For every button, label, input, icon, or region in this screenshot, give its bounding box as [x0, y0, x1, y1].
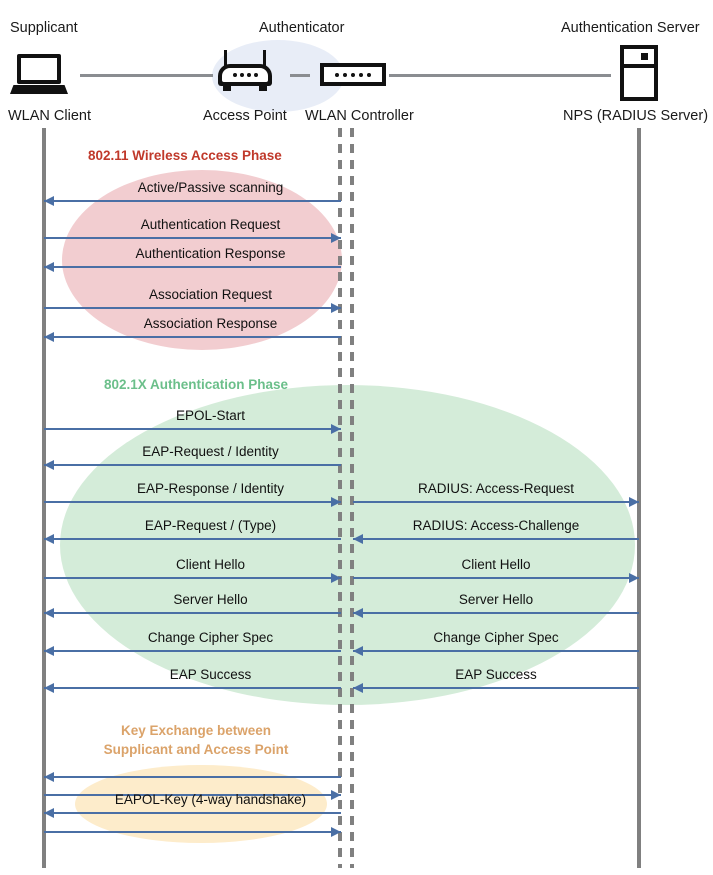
message-arrow-line — [44, 776, 341, 778]
arrow-head-right-icon — [331, 233, 341, 243]
phase-key-exchange-blob — [75, 765, 327, 843]
message-label: RADIUS: Access-Request — [417, 481, 575, 496]
wire-ap-to-controller — [290, 74, 310, 77]
arrow-head-left-icon — [44, 646, 54, 656]
message-label: Authentication Response — [135, 246, 286, 261]
lifeline-supplicant — [42, 128, 46, 868]
message-arrow-line — [353, 650, 639, 652]
phase-802-1x-blob — [60, 385, 635, 705]
node-label-wlan-client: WLAN Client — [8, 108, 91, 124]
arrow-head-left-icon — [44, 808, 54, 818]
arrow-head-right-icon — [629, 573, 639, 583]
phase-title-802-1x: 802.1X Authentication Phase — [104, 377, 289, 392]
message-label: Change Cipher Spec — [433, 630, 559, 645]
message-arrow-line — [353, 538, 639, 540]
message-arrow-line — [353, 687, 639, 689]
arrow-head-right-icon — [331, 424, 341, 434]
arrow-head-left-icon — [353, 683, 363, 693]
message-arrow-line — [44, 687, 341, 689]
arrow-head-left-icon — [353, 646, 363, 656]
message-arrow-line — [353, 501, 639, 503]
arrow-head-right-icon — [331, 303, 341, 313]
message-arrow-line — [44, 831, 341, 833]
message-arrow-line — [44, 200, 341, 202]
message-arrow-line — [44, 612, 341, 614]
message-label: Client Hello — [461, 557, 531, 572]
node-label-wlan-controller: WLAN Controller — [305, 108, 414, 124]
message-arrow-line — [44, 577, 341, 579]
message-label: EAP-Request / (Type) — [144, 518, 277, 533]
arrow-head-left-icon — [44, 196, 54, 206]
node-label-access-point: Access Point — [203, 108, 287, 124]
message-arrow-line — [44, 501, 341, 503]
arrow-head-right-icon — [331, 827, 341, 837]
arrow-head-left-icon — [44, 332, 54, 342]
arrow-head-right-icon — [331, 573, 341, 583]
node-label-nps-radius-server: NPS (RADIUS Server) — [563, 108, 709, 124]
lifeline-authentication-server — [637, 128, 641, 868]
message-label: EAP-Request / Identity — [142, 444, 279, 459]
message-label: Active/Passive scanning — [137, 180, 284, 195]
phase-title-key-exchange-line2: Supplicant and Access Point — [103, 742, 289, 757]
message-arrow-line — [44, 237, 341, 239]
message-arrow-line — [353, 612, 639, 614]
wlan-controller-icon — [320, 63, 386, 86]
message-arrow-line — [44, 336, 341, 338]
arrow-head-right-icon — [331, 790, 341, 800]
message-label: RADIUS: Access-Challenge — [412, 518, 580, 533]
wire-client-to-ap — [80, 74, 213, 77]
message-label: Client Hello — [175, 557, 246, 572]
message-arrow-line — [44, 307, 341, 309]
message-label: EPOL-Start — [175, 408, 246, 423]
lifeline-wlan-controller — [350, 128, 354, 868]
message-arrow-line — [44, 812, 341, 814]
message-label: Change Cipher Spec — [147, 630, 274, 645]
message-label: Server Hello — [173, 592, 248, 607]
arrow-head-left-icon — [44, 772, 54, 782]
access-point-icon — [218, 50, 272, 92]
wire-controller-to-server — [389, 74, 611, 77]
role-title-authenticator: Authenticator — [259, 20, 345, 36]
phase-title-key-exchange-line1: Key Exchange between — [120, 723, 272, 738]
arrow-head-left-icon — [353, 534, 363, 544]
role-title-authentication-server: Authentication Server — [561, 20, 700, 36]
arrow-head-left-icon — [44, 534, 54, 544]
arrow-head-right-icon — [331, 497, 341, 507]
role-title-supplicant: Supplicant — [10, 20, 78, 36]
message-arrow-line — [44, 650, 341, 652]
message-label: EAPOL-Key (4-way handshake) — [114, 792, 307, 807]
message-arrow-line — [44, 464, 341, 466]
phase-title-802-11: 802.11 Wireless Access Phase — [88, 148, 282, 163]
message-arrow-line — [353, 577, 639, 579]
message-label: Server Hello — [458, 592, 534, 607]
message-label: EAP Success — [455, 667, 537, 682]
arrow-head-right-icon — [629, 497, 639, 507]
message-arrow-line — [44, 428, 341, 430]
arrow-head-left-icon — [44, 262, 54, 272]
message-label: EAP-Response / Identity — [136, 481, 285, 496]
message-arrow-line — [44, 538, 341, 540]
message-label: Association Request — [148, 287, 273, 302]
arrow-head-left-icon — [44, 460, 54, 470]
message-arrow-line — [44, 266, 341, 268]
message-label: EAP Success — [169, 667, 252, 682]
message-arrow-line — [44, 794, 341, 796]
arrow-head-left-icon — [353, 608, 363, 618]
server-icon — [620, 45, 658, 101]
arrow-head-left-icon — [44, 608, 54, 618]
phase-title-key-exchange: Key Exchange between Supplicant and Acce… — [101, 721, 291, 759]
message-label: Authentication Request — [140, 217, 281, 232]
message-label: Association Response — [143, 316, 278, 331]
laptop-icon — [10, 54, 75, 96]
arrow-head-left-icon — [44, 683, 54, 693]
